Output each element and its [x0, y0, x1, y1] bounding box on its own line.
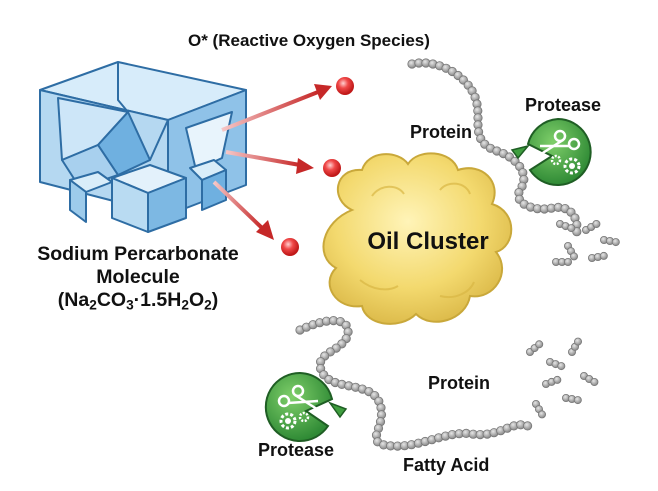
gear-icon	[279, 411, 310, 430]
chain-bead	[522, 421, 533, 431]
protein-chain-icon	[295, 315, 533, 451]
fatty-acid-label: Fatty Acid	[403, 455, 490, 475]
fragment-bead	[535, 340, 544, 349]
scissors-icon	[277, 384, 321, 413]
fragment-bead	[553, 375, 562, 384]
fragment-bead	[538, 410, 547, 419]
fragment-bead	[573, 396, 582, 405]
protease-label-top: Protease	[525, 95, 602, 115]
protease-enzyme-icon	[510, 117, 592, 186]
molecule-label: Sodium Percarbonate Molecule (Na2CO3·1.5…	[18, 243, 258, 312]
fragment-bead	[611, 238, 620, 247]
fragment-bead	[599, 251, 608, 260]
oil-cluster-blob	[322, 152, 513, 325]
fragment-bead	[567, 224, 576, 233]
reactive-oxygen-arrows	[212, 84, 332, 240]
oil-cluster-label: Oil Cluster	[367, 228, 489, 255]
fragment-bead	[590, 377, 599, 386]
protein-label-top: Protein	[410, 122, 473, 142]
protein-chain-icon	[407, 58, 582, 237]
fragment-bead	[570, 252, 579, 261]
fragment-bead	[592, 219, 601, 228]
fragment-bead	[557, 362, 566, 371]
reactive-oxygen-label: O* (Reactive Oxygen Species)	[188, 31, 430, 50]
protein-fragment-icon	[526, 219, 620, 419]
reactive-oxygen-dot-icon	[281, 77, 354, 256]
fragment-bead	[574, 337, 583, 346]
scissors-icon	[537, 129, 581, 158]
protease-label-bottom: Protease	[258, 440, 335, 460]
protein-label-bottom: Protein	[428, 373, 491, 393]
molecule-name-line2: Molecule	[96, 266, 180, 288]
fragment-bead	[564, 257, 573, 266]
crystal-cube-icon	[39, 61, 247, 233]
protease-enzyme-icon	[264, 371, 348, 442]
molecule-name-line1: Sodium Percarbonate	[37, 243, 239, 265]
gear-icon	[550, 154, 581, 175]
molecule-formula: (Na2CO3·1.5H2O2)	[57, 289, 219, 313]
